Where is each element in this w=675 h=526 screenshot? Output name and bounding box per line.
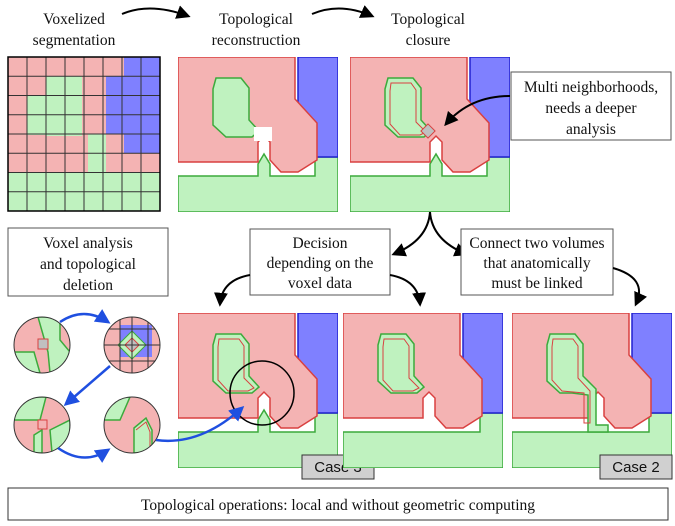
- step1-label-line2: segmentation: [33, 32, 116, 49]
- blue-arrow-2-3: [63, 365, 111, 406]
- step2-label-line1: Topological: [219, 11, 293, 28]
- voxel-grid-lines: [8, 57, 160, 211]
- footer-text: Topological operations: local and withou…: [141, 497, 535, 514]
- analysis-line1: Voxel analysis: [43, 235, 133, 252]
- arrow-reconstruction-to-closure: [311, 5, 375, 18]
- blue-arrow-1-2: [59, 309, 111, 324]
- arrow-segmentation-to-reconstruction: [121, 5, 191, 19]
- blue-arrow-4-to-zoom: [155, 405, 245, 443]
- analysis-circle-1: [13, 316, 71, 374]
- step2-label-line2: reconstruction: [212, 32, 301, 49]
- analysis-box: Voxel analysis and topological deletion: [7, 227, 169, 297]
- analysis-circle-3: [13, 396, 71, 454]
- panel-closure: [350, 57, 510, 212]
- analysis-line3: deletion: [63, 277, 113, 294]
- decision-line3: voxel data: [288, 275, 352, 292]
- arrow-connect-to-case2: [612, 267, 648, 307]
- panel-case3: [178, 313, 338, 468]
- callout-line2: needs a deeper: [545, 100, 637, 117]
- connect-line3: must be linked: [491, 275, 583, 292]
- voxel-grid: [7, 56, 161, 212]
- case2-badge: [599, 454, 673, 480]
- blue-arrow-3-4: [57, 446, 111, 463]
- step1-label-line1: Voxelized: [43, 11, 105, 28]
- callout-line3: analysis: [566, 121, 616, 138]
- analysis-circle-4: [103, 396, 161, 454]
- callout-multi-neighborhoods: Multi neighborhoods, needs a deeper anal…: [510, 71, 672, 141]
- panel-reconstruction: [178, 57, 338, 212]
- step3-label-line1: Topological: [391, 11, 465, 28]
- footer-box: [7, 487, 669, 521]
- decision-line1: Decision: [292, 235, 347, 252]
- step3-label-line2: closure: [406, 32, 451, 49]
- panel-case2: [512, 313, 672, 468]
- arrow-decision-to-case3: [213, 274, 251, 307]
- decision-box: Decision depending on the voxel data: [249, 228, 391, 296]
- decision-line2: depending on the: [267, 255, 374, 272]
- case2-label: Case 2: [612, 459, 660, 476]
- arrow-closure-to-decision: [391, 211, 431, 257]
- analysis-circle-2: [103, 316, 161, 374]
- connect-box: Connect two volumes that anatomically mu…: [460, 228, 614, 296]
- analysis-line2: and topological: [40, 256, 136, 273]
- arrow-callout-to-voxel: [444, 95, 511, 127]
- arrow-decision-to-result: [389, 274, 427, 307]
- connect-line1: Connect two volumes: [469, 235, 604, 252]
- zoom-circle: [229, 360, 295, 426]
- callout-line1: Multi neighborhoods,: [524, 79, 658, 96]
- panel-result: [343, 313, 503, 468]
- connect-line2: that anatomically: [483, 255, 590, 272]
